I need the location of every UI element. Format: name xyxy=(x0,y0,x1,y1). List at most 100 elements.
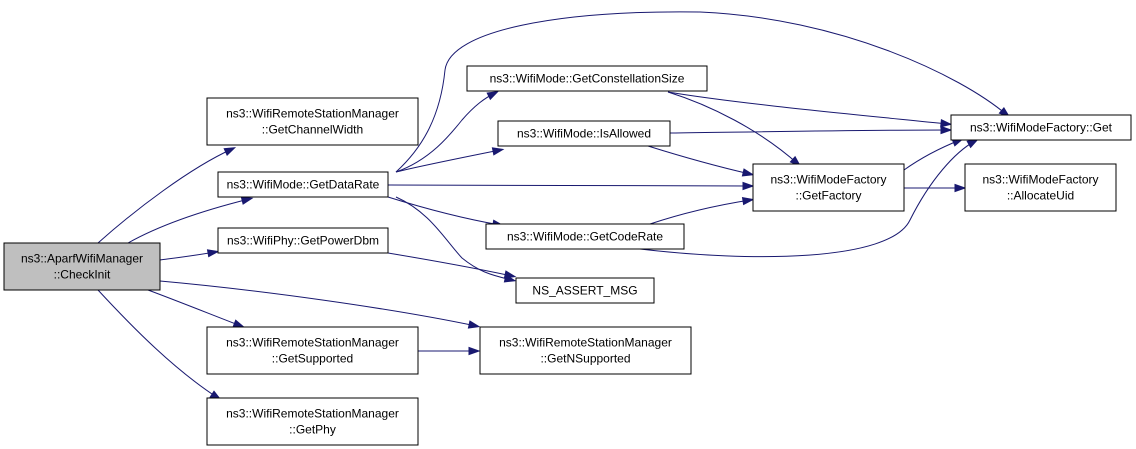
node-isallowed[interactable]: ns3::WifiMode::IsAllowed xyxy=(497,120,671,147)
node-box xyxy=(217,227,389,254)
edge-line xyxy=(97,289,219,399)
node-label: ns3::WifiRemoteStationManager xyxy=(226,407,399,421)
node-box xyxy=(3,242,161,291)
arrowhead xyxy=(503,270,517,279)
arrowhead xyxy=(940,119,953,128)
node-box xyxy=(217,171,389,198)
edge-getfactory-to-factoryget xyxy=(903,138,965,171)
edge-getpowerdbm-to-nsassertmsg xyxy=(387,252,517,279)
node-box xyxy=(466,65,708,92)
edge-line xyxy=(395,196,513,281)
node-label: ns3::WifiModeFactory xyxy=(982,173,1098,187)
node-box xyxy=(479,326,692,375)
node-getfactory[interactable]: ns3::WifiModeFactory::GetFactory xyxy=(752,163,905,212)
edge-line xyxy=(159,251,216,261)
node-getphy[interactable]: ns3::WifiRemoteStationManager::GetPhy xyxy=(206,397,419,446)
edge-getsupported-to-getnsupported xyxy=(417,346,481,356)
edge-isallowed-to-getfactory xyxy=(647,145,755,177)
node-getchannelwidth[interactable]: ns3::WifiRemoteStationManager::GetChanne… xyxy=(206,97,419,146)
edge-getdatarate-to-isallowed xyxy=(395,147,505,173)
edge-line xyxy=(647,145,751,175)
node-getpowerdbm[interactable]: ns3::WifiPhy::GetPowerDbm xyxy=(217,227,389,254)
edge-checkinit-to-getdatarate xyxy=(127,196,254,244)
node-box xyxy=(950,114,1132,141)
node-box xyxy=(515,277,655,304)
node-label: ::AllocateUid xyxy=(1007,189,1074,203)
edge-checkinit-to-getnsupported xyxy=(159,280,481,329)
node-getsupported[interactable]: ns3::WifiRemoteStationManager::GetSuppor… xyxy=(206,326,419,375)
edge-line xyxy=(97,148,233,244)
edge-line xyxy=(395,11,1008,173)
node-label: ::GetPhy xyxy=(289,423,336,437)
edge-line xyxy=(127,198,250,244)
nodes-layer: ns3::AparfWifiManager::CheckInitns3::Wif… xyxy=(3,65,1132,446)
edge-line xyxy=(639,140,976,258)
node-checkinit[interactable]: ns3::AparfWifiManager::CheckInit xyxy=(3,242,161,291)
edge-getdatarate-to-factoryget xyxy=(395,11,1011,173)
node-label: ns3::WifiMode::GetDataRate xyxy=(227,178,380,192)
edge-getcoderate-to-getfactory xyxy=(649,196,755,225)
edge-getdatarate-to-getconstellationsize xyxy=(395,91,500,173)
arrowhead xyxy=(741,168,755,177)
edge-getdatarate-to-getfactory xyxy=(387,181,755,191)
node-getnsupported[interactable]: ns3::WifiRemoteStationManager::GetNSuppo… xyxy=(479,326,692,375)
arrowhead xyxy=(240,196,254,205)
edge-checkinit-to-getsupported xyxy=(147,289,246,328)
edge-line xyxy=(903,139,961,171)
arrowhead xyxy=(486,91,500,101)
arrowhead xyxy=(954,183,967,193)
edge-line xyxy=(667,91,949,125)
arrowhead xyxy=(232,319,246,328)
node-getcoderate[interactable]: ns3::WifiMode::GetCodeRate xyxy=(485,223,685,250)
node-label: ns3::WifiMode::GetCodeRate xyxy=(507,230,663,244)
node-label: NS_ASSERT_MSG xyxy=(532,284,637,298)
node-label: ns3::WifiModeFactory::Get xyxy=(970,121,1113,135)
node-box xyxy=(206,326,419,375)
node-label: ::GetSupported xyxy=(272,352,353,366)
edge-isallowed-to-factoryget xyxy=(669,125,953,135)
edge-getconstellationsize-to-getfactory xyxy=(667,91,802,168)
node-label: ::GetNSupported xyxy=(540,352,630,366)
node-box xyxy=(206,397,419,446)
node-label: ns3::WifiMode::IsAllowed xyxy=(517,127,651,141)
arrowhead xyxy=(940,125,953,135)
node-label: ns3::WifiMode::GetConstellationSize xyxy=(490,72,685,86)
node-box xyxy=(485,223,685,250)
node-getconstellationsize[interactable]: ns3::WifiMode::GetConstellationSize xyxy=(466,65,708,92)
edge-line xyxy=(395,92,496,173)
node-label: ::GetChannelWidth xyxy=(262,123,363,137)
node-label: ns3::WifiRemoteStationManager xyxy=(226,107,399,121)
edge-line xyxy=(649,199,751,225)
arrowhead xyxy=(468,346,481,356)
node-label: ::CheckInit xyxy=(54,268,111,282)
arrowhead xyxy=(742,181,755,191)
node-label: ns3::WifiModeFactory xyxy=(770,173,886,187)
node-factoryget[interactable]: ns3::WifiModeFactory::Get xyxy=(950,114,1132,141)
edge-line xyxy=(667,91,799,165)
arrowhead xyxy=(741,196,755,206)
edge-checkinit-to-getphy xyxy=(97,289,222,401)
edge-getconstellationsize-to-factoryget xyxy=(667,91,953,128)
node-box xyxy=(752,163,905,212)
arrowhead xyxy=(966,138,979,149)
edge-line xyxy=(395,149,501,173)
edge-checkinit-to-getpowerdbm xyxy=(159,249,220,261)
node-label: ::GetFactory xyxy=(795,189,861,203)
arrowhead xyxy=(206,249,220,258)
node-allocateuid[interactable]: ns3::WifiModeFactory::AllocateUid xyxy=(964,163,1117,212)
node-label: ns3::AparfWifiManager xyxy=(21,252,143,266)
arrowhead xyxy=(467,320,481,329)
node-nsassertmsg[interactable]: NS_ASSERT_MSG xyxy=(515,277,655,304)
node-label: ns3::WifiPhy::GetPowerDbm xyxy=(227,234,379,248)
arrowhead xyxy=(223,147,237,156)
node-label: ns3::WifiRemoteStationManager xyxy=(226,336,399,350)
node-getdatarate[interactable]: ns3::WifiMode::GetDataRate xyxy=(217,171,389,198)
edge-line xyxy=(147,289,242,327)
edge-getfactory-to-allocateuid xyxy=(904,183,967,193)
edge-line xyxy=(669,129,949,134)
node-box xyxy=(497,120,671,147)
node-box xyxy=(206,97,419,146)
node-label: ns3::WifiRemoteStationManager xyxy=(499,336,672,350)
node-box xyxy=(964,163,1117,212)
